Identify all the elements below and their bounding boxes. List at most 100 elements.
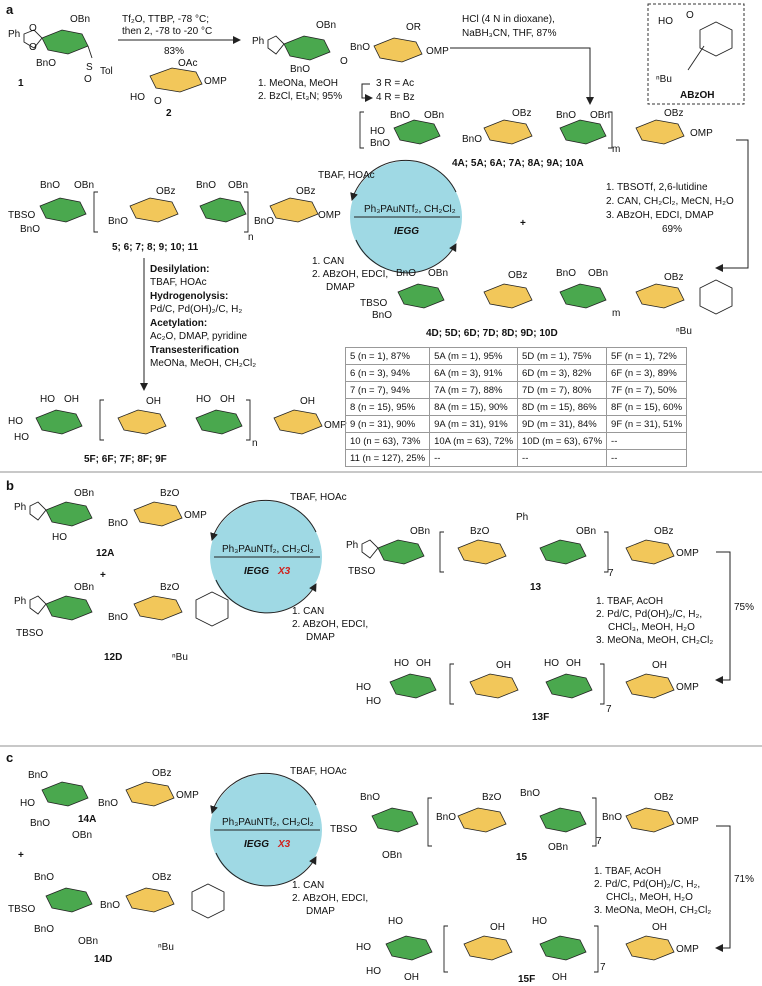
svg-text:OBn: OBn <box>548 842 568 853</box>
yield-table-cell: 9 (n = 31), 90% <box>344 415 431 433</box>
yield-table-cell: 11 (n = 127), 25% <box>344 449 431 467</box>
svg-text:HO: HO <box>370 126 385 137</box>
right-cond2: 2. CAN, CH₂Cl₂, MeCN, H₂O <box>606 196 734 207</box>
yield-table-cell: 9D (m = 31), 84% <box>517 415 608 433</box>
cycle-b-name: IEGG <box>244 566 269 577</box>
yield-table-cell: 5A (m = 1), 95% <box>429 347 519 365</box>
compound-14A-structure: BnO HO BnO OBn BnO OBz OMP <box>20 768 199 841</box>
cycle-c-top: TBAF, HOAc <box>290 766 347 777</box>
svg-text:ⁿBu: ⁿBu <box>656 74 672 85</box>
yield-table-cell: 7D (m = 7), 80% <box>517 381 608 399</box>
yield-table-cell: 5D (m = 1), 75% <box>517 347 608 365</box>
compound-13-label: 13 <box>530 582 542 593</box>
svg-text:BzO: BzO <box>482 792 502 803</box>
svg-text:BnO: BnO <box>40 180 60 191</box>
svg-text:OBn: OBn <box>316 20 336 31</box>
svg-text:OBz: OBz <box>664 108 683 119</box>
yield-table-row: 11 (n = 127), 25%------ <box>344 449 688 467</box>
svg-text:OBn: OBn <box>78 936 98 947</box>
cycle-c-name: IEGG <box>244 839 269 850</box>
svg-text:HO: HO <box>394 658 409 669</box>
svg-text:BzO: BzO <box>160 582 180 593</box>
svg-text:OH: OH <box>404 972 419 983</box>
svg-text:OH: OH <box>220 394 235 405</box>
svg-text:OBn: OBn <box>428 268 448 279</box>
compound-2-structure: OAc OMP HO O <box>130 58 227 107</box>
svg-text:OBz: OBz <box>296 186 315 197</box>
acet-cond: Ac₂O, DMAP, pyridine <box>150 331 248 342</box>
svg-text:OR: OR <box>406 22 421 33</box>
svg-text:OBn: OBn <box>74 582 94 593</box>
trans-cond: MeONa, MeOH, CH₂Cl₂ <box>150 358 256 369</box>
svg-text:OBz: OBz <box>654 792 673 803</box>
panel-a-label: a <box>6 2 14 17</box>
svg-text:OBz: OBz <box>156 186 175 197</box>
svg-text:BnO: BnO <box>34 924 54 935</box>
svg-text:HO: HO <box>8 416 23 427</box>
svg-text:OMP: OMP <box>204 76 227 87</box>
svg-text:m: m <box>612 144 620 155</box>
svg-text:TBSO: TBSO <box>330 824 357 835</box>
compound-15-structure: BnO TBSO OBn BnO BzO BnO OBn 7 BnO OBz O… <box>330 788 699 861</box>
svg-text:OH: OH <box>496 660 511 671</box>
svg-text:HO: HO <box>658 16 673 27</box>
yield-table-cell: 10D (m = 63), 67% <box>517 432 608 450</box>
yield-table-cell: 8F (n = 15), 60% <box>606 398 688 416</box>
b-cond3: 3. MeONa, MeOH, CH₂Cl₂ <box>596 635 713 646</box>
svg-text:OBn: OBn <box>74 488 94 499</box>
svg-text:TBSO: TBSO <box>348 566 375 577</box>
compound-13-structure: Ph OBn TBSO BzO Ph OBn 7 OBz OMP <box>346 512 699 579</box>
yield-table-cell: -- <box>606 432 688 450</box>
svg-text:OBz: OBz <box>508 270 527 281</box>
svg-text:OH: OH <box>652 922 667 933</box>
svg-text:TBSO: TBSO <box>360 298 387 309</box>
svg-text:BnO: BnO <box>34 872 54 883</box>
donor-oligomer-structure: BnO OBn TBSO BnO OBz BnO OBn m OBz ⁿBu <box>360 268 733 337</box>
svg-text:BnO: BnO <box>290 64 310 75</box>
svg-text:OBn: OBn <box>70 14 90 25</box>
yield-table-cell: 6A (m = 3), 91% <box>429 364 519 382</box>
c-cond3: 3. MeONa, MeOH, CH₂Cl₂ <box>594 905 711 916</box>
svg-text:OMP: OMP <box>690 128 713 139</box>
svg-text:7: 7 <box>608 568 614 579</box>
b-cond2b: CHCl₃, MeOH, H₂O <box>608 622 695 633</box>
svg-text:7: 7 <box>596 836 602 847</box>
iegg-cycle-a <box>350 159 462 274</box>
svg-text:7: 7 <box>606 704 612 715</box>
svg-text:OMP: OMP <box>324 420 347 431</box>
svg-text:OBz: OBz <box>664 272 683 283</box>
c-cond2: 2. Pd/C, Pd(OH)₂/C, H₂, <box>594 879 700 890</box>
svg-text:BnO: BnO <box>360 792 380 803</box>
acet-heading: Acetylation: <box>150 318 207 329</box>
compound-15F-label: 15F <box>518 974 535 985</box>
yield-table-cell: 5F (n = 1), 72% <box>606 347 688 365</box>
cycle-c-b3: DMAP <box>306 906 335 917</box>
cycle-b-top: TBAF, HOAc <box>290 492 347 503</box>
yield-table-row: 5 (n = 1), 87%5A (m = 1), 95%5D (m = 1),… <box>344 347 688 365</box>
svg-text:OH: OH <box>490 922 505 933</box>
cycle-b-b2: 2. ABzOH, EDCI, <box>292 619 368 630</box>
right-cond3: 3. ABzOH, EDCI, DMAP <box>606 210 714 221</box>
svg-text:OBn: OBn <box>228 180 248 191</box>
svg-text:OMP: OMP <box>176 790 199 801</box>
compound-2-label: 2 <box>166 108 172 119</box>
compound-1-structure: Ph O O OBn BnO S O Tol <box>8 14 113 85</box>
panel-c-label: c <box>6 750 13 765</box>
plus-b: + <box>100 570 106 581</box>
hydro-heading: Hydrogenolysis: <box>150 291 228 302</box>
svg-text:BnO: BnO <box>108 518 128 529</box>
trans-heading: Transesterification <box>150 345 239 356</box>
svg-text:BnO: BnO <box>254 216 274 227</box>
compound-15F-structure: HO HO HO OH OH HO OH 7 OH OMP <box>356 916 699 983</box>
svg-text:BnO: BnO <box>100 900 120 911</box>
chain-oligomer-structure: BnO OBn TBSO BnO BnO OBz BnO OBn BnO OBz… <box>8 180 341 243</box>
right-cond1: 1. TBSOTf, 2,6-lutidine <box>606 182 708 193</box>
compound-14A-label: 14A <box>78 814 96 825</box>
svg-text:OBz: OBz <box>654 526 673 537</box>
c-cond1: 1. TBAF, AcOH <box>594 866 661 877</box>
svg-text:Ph: Ph <box>516 512 528 523</box>
iegg-cycle-c <box>210 772 322 887</box>
cond2-line1: HCl (4 N in dioxane), <box>462 14 555 25</box>
yield-table-cell: 5 (n = 1), 87% <box>344 347 431 365</box>
svg-text:BnO: BnO <box>436 812 456 823</box>
